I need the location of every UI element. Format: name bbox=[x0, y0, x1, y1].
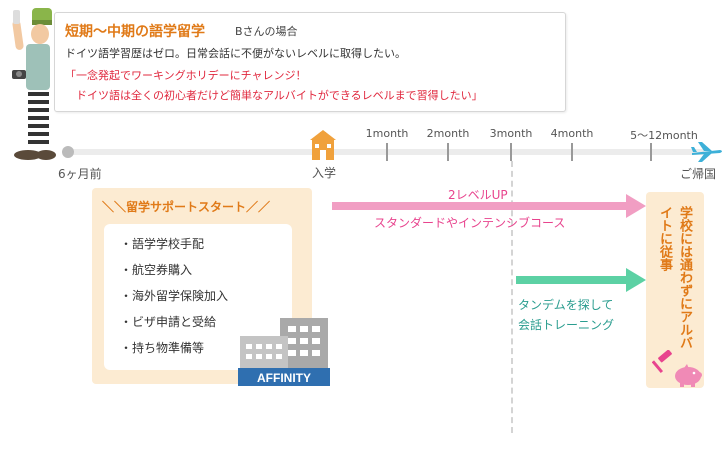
timeline-start-dot bbox=[62, 146, 74, 158]
month-label: 2month bbox=[426, 127, 470, 140]
list-item: ・ビザ申請と受給 bbox=[120, 315, 217, 329]
list-item: ・語学学校手配 bbox=[120, 237, 205, 251]
airplane-icon bbox=[691, 142, 722, 162]
quote-line-2: ドイツ語は全くの初心者だけど簡単なアルバイトができるレベルまで習得したい」 bbox=[65, 89, 483, 102]
month-label: 4month bbox=[550, 127, 594, 140]
logo-text: AFFINITY bbox=[257, 371, 311, 385]
month3-divider bbox=[511, 161, 513, 433]
entry-label: 入学 bbox=[312, 166, 337, 180]
work-text: 学校には通わずにアルバイトに従事 bbox=[657, 206, 692, 349]
list-item: ・持ち物準備等 bbox=[120, 341, 205, 355]
tandem-arrow bbox=[516, 276, 628, 284]
support-title: ＼＼留学サポートスタート／／ bbox=[102, 200, 271, 214]
level-up-label: 2レベルUP bbox=[448, 188, 508, 202]
tick-1month bbox=[386, 143, 388, 161]
profile-card: 短期～中期の語学留学 Bさんの場合 ドイツ語学習歴はゼロ。日常会話に不便がないレ… bbox=[54, 12, 566, 112]
tandem-arrowhead bbox=[626, 268, 646, 292]
piggy-bank-icon bbox=[675, 364, 702, 387]
quote-line-1: 「一念発起でワーキングホリデーにチャレンジ！ bbox=[65, 69, 307, 82]
level-up-arrowhead bbox=[626, 194, 646, 218]
list-item: ・航空券購入 bbox=[120, 263, 193, 277]
work-box: 学校には通わずにアルバイトに従事 bbox=[646, 192, 704, 388]
return-label: ご帰国 bbox=[680, 167, 717, 181]
level-up-arrow bbox=[332, 202, 628, 210]
tick-3month bbox=[510, 143, 512, 161]
case-label: Bさんの場合 bbox=[235, 25, 298, 38]
tick-2month bbox=[447, 143, 449, 161]
hammer-icon bbox=[652, 350, 672, 374]
course-label: スタンダードやインテンシブコース bbox=[374, 216, 566, 230]
person-illustration bbox=[12, 8, 56, 160]
tick-4month bbox=[571, 143, 573, 161]
month-label: 1month bbox=[365, 127, 409, 140]
tick-5-12month bbox=[650, 143, 652, 161]
month-label: 5～12month bbox=[630, 129, 698, 142]
page-title: 短期～中期の語学留学 bbox=[65, 24, 205, 40]
list-item: ・海外留学保険加入 bbox=[120, 289, 229, 303]
description-text: ドイツ語学習歴はゼロ。日常会話に不便がないレベルに取得したい。 bbox=[65, 47, 406, 60]
tandem-label-2: 会話トレーニング bbox=[518, 318, 615, 332]
month-label: 3month bbox=[489, 127, 533, 140]
tandem-label-1: タンデムを探して bbox=[518, 298, 614, 312]
building-logo: AFFINITY bbox=[238, 318, 330, 386]
start-label: 6ヶ月前 bbox=[58, 167, 102, 181]
school-icon bbox=[310, 130, 336, 160]
